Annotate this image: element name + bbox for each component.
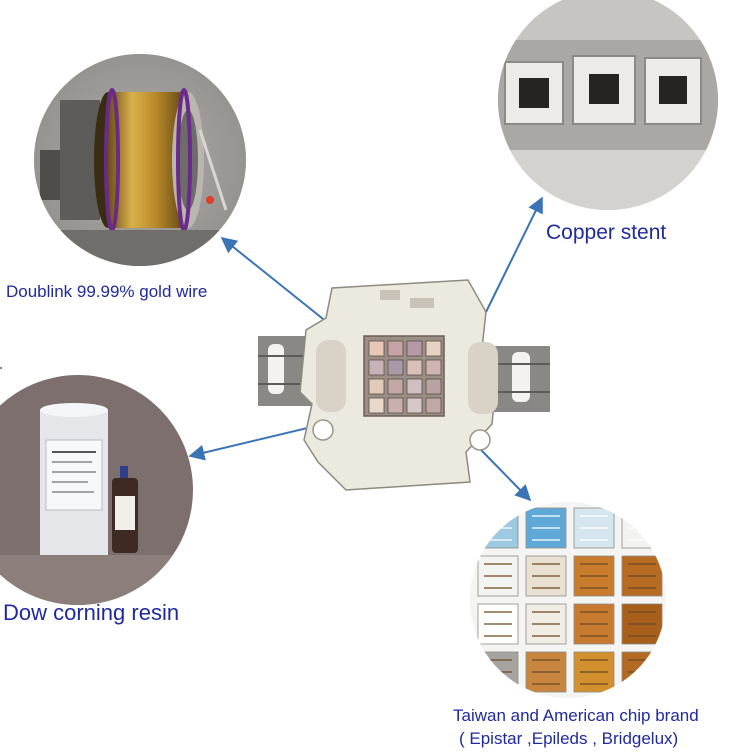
chip-die-pattern [484,563,512,589]
led-die [406,359,423,376]
led-die [425,359,442,376]
cob-led-module [258,279,550,491]
gold-wire-spool-photo [34,54,246,266]
resin-bottles-photo [0,375,193,605]
led-die [406,340,423,357]
chip-die-pattern [532,515,560,541]
chip-die-pattern [532,659,560,685]
led-die [368,397,385,414]
led-die [368,378,385,395]
chip-die-pattern [628,563,656,589]
led-chip-dies-photo [470,502,666,698]
chip-die-pattern [580,659,608,685]
led-die [368,340,385,357]
chip-die-pattern [580,611,608,637]
copper-stent-frame-photo [498,0,718,210]
led-die [425,378,442,395]
led-die [368,359,385,376]
edge-mark [0,367,2,369]
led-die [406,378,423,395]
chip-die-pattern [580,563,608,589]
chip-die-pattern [532,611,560,637]
led-die [387,340,404,357]
copper-stent-label: Copper stent [546,221,667,244]
led-die [387,397,404,414]
chip-die-pattern [484,611,512,637]
resin-label: Dow corning resin [3,600,180,625]
chip-brand-label: Taiwan and American chip brand [453,706,699,725]
led-die [387,378,404,395]
led-die [425,397,442,414]
chip-die-pattern [628,611,656,637]
led-die [425,340,442,357]
led-die [406,397,423,414]
led-die [387,359,404,376]
gold-wire-label: Doublink 99.99% gold wire [6,282,208,301]
chip-brand-names-label: ( Epistar ,Epileds , Bridgelux) [459,729,679,748]
chip-die-pattern [580,515,608,541]
chip-die-pattern [532,563,560,589]
arrow-to-copper-stent [485,196,543,313]
